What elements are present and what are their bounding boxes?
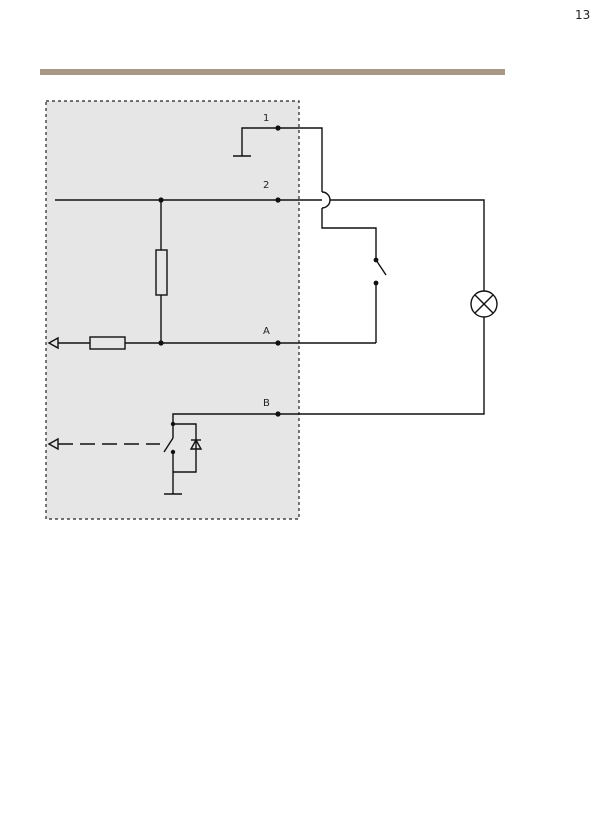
switch-contact-node: [374, 258, 379, 263]
lamp-return-line: [278, 317, 484, 414]
terminal-a-label: A: [263, 326, 270, 337]
terminal-a-node: [275, 340, 280, 345]
junction-node: [158, 340, 163, 345]
terminal-2-node: [275, 197, 280, 202]
terminal-1-label: 1: [263, 113, 269, 124]
switch-contact-node: [374, 281, 379, 286]
switch-icon: [376, 260, 386, 343]
terminal-1-node: [275, 125, 280, 130]
terminal-b-label: B: [263, 398, 270, 409]
junction-node: [171, 450, 175, 454]
junction-node: [158, 197, 163, 202]
lamp-icon: [471, 291, 497, 317]
terminal-2-label: 2: [263, 180, 269, 191]
junction-node: [171, 422, 175, 426]
terminal-b-node: [275, 411, 280, 416]
